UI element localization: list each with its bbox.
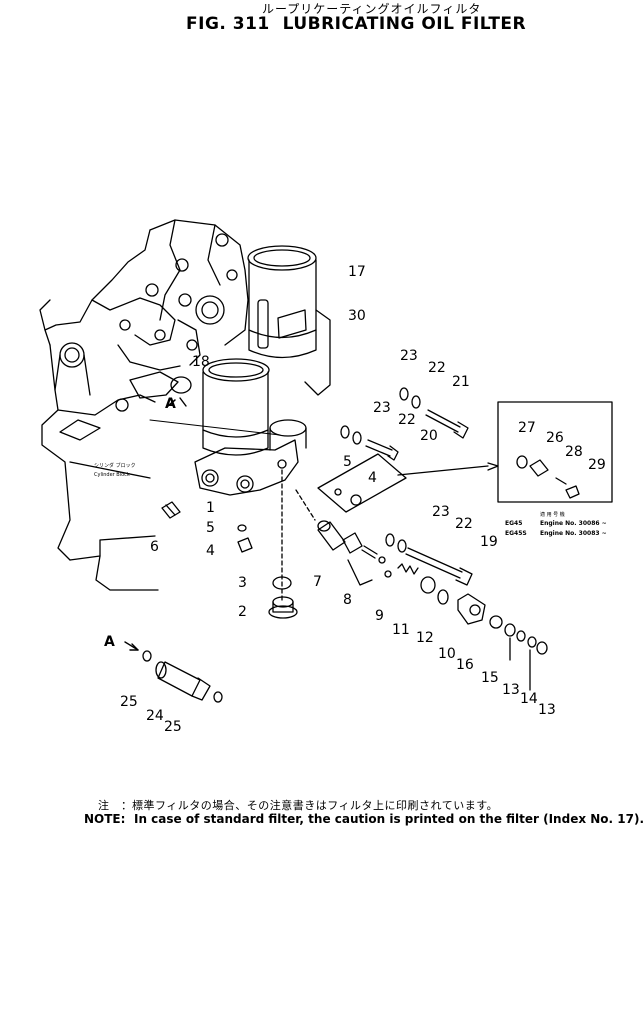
figure-title: FIG. 311 LUBRICATING OIL FILTER	[186, 14, 527, 34]
title-japanese: ループリケーティングオイルフィルタ	[262, 2, 482, 16]
callout-1: 1	[206, 500, 215, 516]
pressure-switch-10	[457, 593, 486, 625]
callout-29: 29	[588, 457, 606, 473]
plug-11	[420, 576, 436, 594]
callout-8: 8	[343, 592, 352, 608]
callout-14: 14	[520, 691, 538, 707]
note-label: NOTE:	[84, 812, 126, 826]
callout-19: 19	[480, 534, 498, 550]
callout-2: 2	[238, 604, 247, 620]
note-english: NOTE: In case of standard filter, the cau…	[84, 812, 644, 826]
inset-engine-2: Engine No. 30083 ~	[540, 530, 607, 537]
callout-16: 16	[456, 657, 474, 673]
filter-cartridge-17	[247, 245, 331, 396]
arrow-label-a-lower: A	[104, 634, 115, 650]
callout-10: 10	[438, 646, 456, 662]
spring-9	[397, 563, 419, 575]
bolt-21	[425, 409, 469, 439]
callout-28: 28	[565, 444, 583, 460]
o-ring-3	[272, 576, 292, 590]
filter-head-1	[194, 419, 307, 496]
inset-header: 適 用 号 機	[540, 511, 565, 518]
callout-25: 25	[120, 694, 138, 710]
callout-30: 30	[348, 308, 366, 324]
inset-model-1: EG45	[505, 520, 522, 527]
callout-6: 6	[150, 539, 159, 555]
callout-22c: 22	[455, 516, 473, 532]
inset-box	[497, 401, 613, 503]
filter-cartridge	[202, 358, 270, 456]
callout-20: 20	[420, 428, 438, 444]
callout-9: 9	[375, 608, 384, 624]
drain-plug-2	[268, 596, 298, 619]
block-label-en: Cylinder Block	[94, 472, 130, 478]
bolt-20	[365, 439, 399, 461]
exploded-parts-diagram: 17 30 18 23 22 21 23 22 20 5 4 1 5 6 4 3…	[39, 219, 613, 735]
callout-24: 24	[146, 708, 164, 724]
block-label-jp: シリンダ ブロック	[94, 462, 136, 469]
callout-3: 3	[238, 575, 247, 591]
callout-11: 11	[392, 622, 410, 638]
callout-13b: 13	[538, 702, 556, 718]
note-text-jp: 標準フィルタの場合、その注意書きはフィルタ上に印刷されています。	[132, 799, 499, 812]
bolt-19	[405, 547, 473, 586]
callout-23: 23	[400, 348, 418, 364]
callout-25b: 25	[164, 719, 182, 735]
valve-8	[342, 532, 392, 586]
inset-model-2: EG45S	[505, 530, 527, 537]
callout-13: 13	[502, 682, 520, 698]
gasket-12	[437, 589, 449, 605]
callout-22: 22	[428, 360, 446, 376]
callout-22b: 22	[398, 412, 416, 428]
callout-12: 12	[416, 630, 434, 646]
arrow-label-a: A	[165, 396, 176, 412]
note-label-jp: 注 ：	[98, 799, 133, 812]
inset-engine-1: Engine No. 30086 ~	[540, 520, 607, 527]
fitting-24	[155, 661, 211, 701]
note-text: In case of standard filter, the caution …	[134, 812, 644, 826]
callout-15: 15	[481, 670, 499, 686]
callout-26: 26	[546, 430, 564, 446]
callout-23c: 23	[432, 504, 450, 520]
note-japanese: 注 ：標準フィルタの場合、その注意書きはフィルタ上に印刷されています。	[98, 797, 498, 813]
callout-4: 4	[368, 470, 377, 486]
sleeve-7	[317, 520, 346, 551]
engine-block	[39, 219, 249, 591]
callout-5: 5	[343, 454, 352, 470]
callout-21: 21	[452, 374, 470, 390]
callout-17: 17	[348, 264, 366, 280]
callout-18: 18	[192, 354, 210, 370]
callout-7: 7	[313, 574, 322, 590]
callout-5b: 5	[206, 520, 215, 536]
o-ring-18	[170, 376, 192, 394]
plug-6	[161, 501, 181, 519]
callout-27: 27	[518, 420, 536, 436]
callout-23b: 23	[373, 400, 391, 416]
callout-4b: 4	[206, 543, 215, 559]
